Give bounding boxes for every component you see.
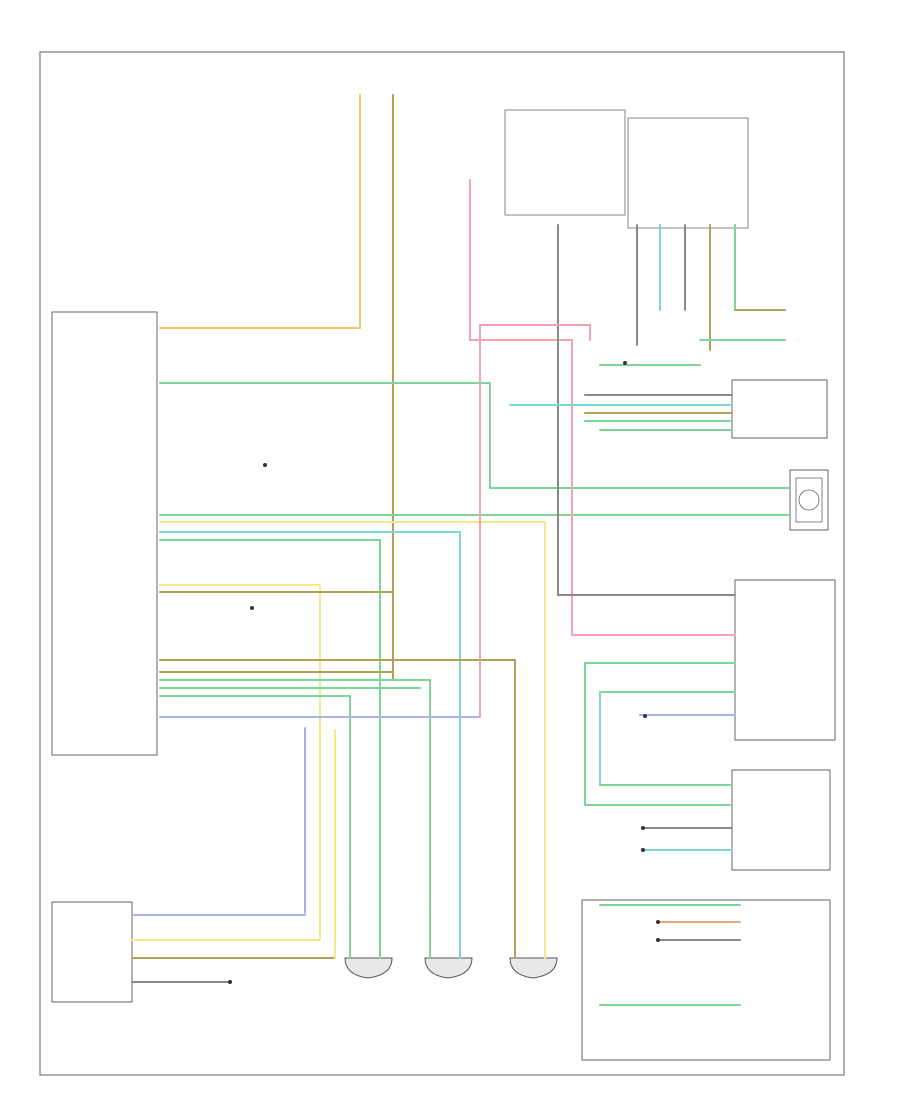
wire-pink-loop	[479, 324, 591, 341]
splice-7	[641, 848, 645, 852]
sensor-left-front	[344, 957, 393, 979]
splice-6	[641, 826, 645, 830]
splice-4	[643, 714, 647, 718]
sensor-right-rear	[509, 957, 558, 979]
splice-9	[656, 938, 660, 942]
left-control-module	[51, 311, 158, 756]
outer-frame	[39, 51, 845, 1076]
top-relay-box	[504, 109, 626, 216]
right-module-bottom	[581, 899, 831, 1061]
right-sensor-inner	[795, 477, 823, 523]
right-module-middle	[734, 579, 836, 741]
wire-gray-right	[557, 329, 736, 596]
wire-pink-right	[469, 339, 736, 636]
right-module-upper	[731, 379, 828, 439]
sensor-left-rear	[424, 957, 473, 979]
splice-3	[623, 361, 627, 365]
top-relay-box-right	[627, 117, 749, 229]
right-module-lower	[731, 769, 831, 871]
bottom-left-sensor-box	[51, 901, 133, 1003]
right-sensor-box	[789, 469, 829, 531]
splice-1	[263, 463, 267, 467]
right-sensor-round	[798, 489, 820, 511]
splice-8	[656, 920, 660, 924]
splice-2	[250, 606, 254, 610]
splice-5	[228, 980, 232, 984]
